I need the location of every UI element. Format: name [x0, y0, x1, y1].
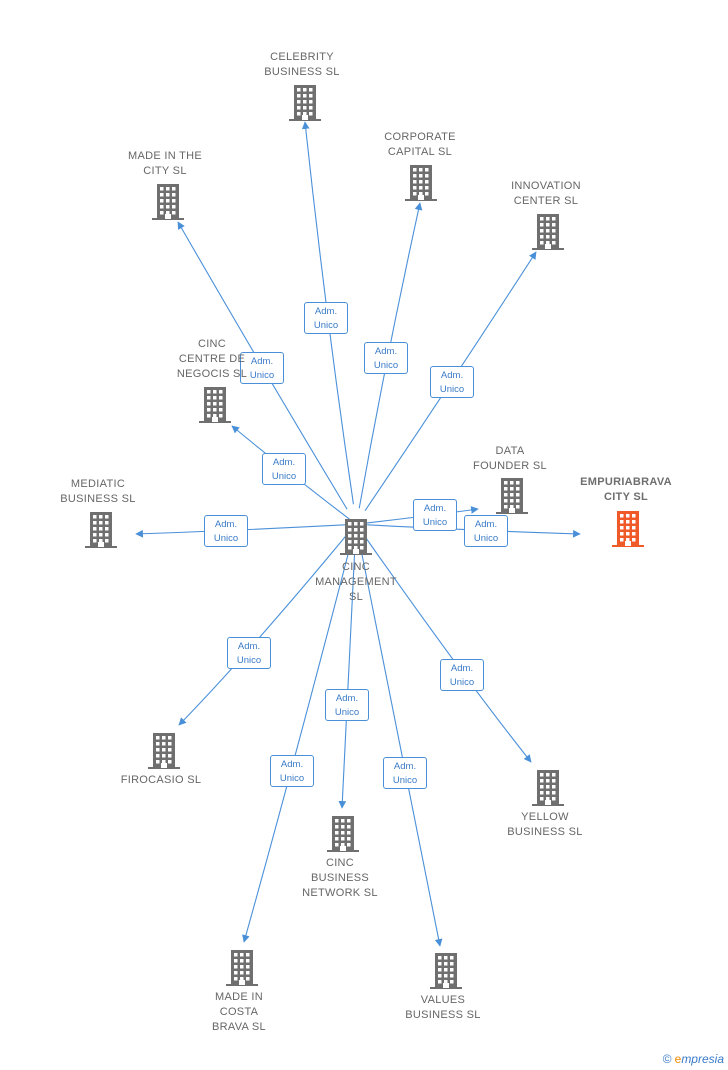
- company-name: CINC BUSINESS NETWORK SL: [302, 857, 378, 899]
- building-icon[interactable]: [148, 733, 180, 769]
- company-name: MADE IN COSTA BRAVA SL: [212, 991, 266, 1033]
- company-name: DATA FOUNDER SL: [473, 445, 547, 472]
- building-icon[interactable]: [152, 184, 184, 220]
- building-icon[interactable]: [226, 950, 258, 986]
- company-name: INNOVATION CENTER SL: [511, 180, 581, 207]
- company-node-innovation[interactable]: INNOVATION CENTER SL: [471, 179, 621, 209]
- company-node-values[interactable]: VALUES BUSINESS SL: [368, 993, 518, 1023]
- company-node-mediatic[interactable]: MEDIATIC BUSINESS SL: [23, 477, 173, 507]
- company-name: CORPORATE CAPITAL SL: [384, 131, 456, 158]
- company-node-network[interactable]: CINC BUSINESS NETWORK SL: [265, 856, 415, 901]
- building-icon[interactable]: [199, 387, 231, 423]
- building-icon[interactable]: [85, 512, 117, 548]
- role-badge-mediatic[interactable]: Adm. Unico: [204, 515, 248, 547]
- building-icon[interactable]: [612, 511, 644, 547]
- company-node-celebrity[interactable]: CELEBRITY BUSINESS SL: [227, 50, 377, 80]
- company-node-madecity[interactable]: MADE IN THE CITY SL: [90, 149, 240, 179]
- building-icon[interactable]: [340, 519, 372, 555]
- company-node-corporate[interactable]: CORPORATE CAPITAL SL: [345, 130, 495, 160]
- building-icon[interactable]: [496, 478, 528, 514]
- building-icon[interactable]: [532, 214, 564, 250]
- role-badge-firocasio[interactable]: Adm. Unico: [227, 637, 271, 669]
- company-node-costabrava[interactable]: MADE IN COSTA BRAVA SL: [164, 990, 314, 1035]
- company-node-center[interactable]: CINC MANAGEMENT SL: [281, 560, 431, 605]
- building-icon[interactable]: [532, 770, 564, 806]
- company-node-yellow[interactable]: YELLOW BUSINESS SL: [470, 810, 620, 840]
- company-node-empuriabrava[interactable]: EMPURIABRAVA CITY SL: [551, 475, 701, 505]
- company-node-centre[interactable]: CINC CENTRE DE NEGOCIS SL: [137, 337, 287, 382]
- company-name: VALUES BUSINESS SL: [405, 994, 481, 1021]
- role-badge-values[interactable]: Adm. Unico: [383, 757, 427, 789]
- empresia-logo: © empresia: [662, 1052, 724, 1066]
- building-icon[interactable]: [405, 165, 437, 201]
- role-badge-centre[interactable]: Adm. Unico: [262, 453, 306, 485]
- role-badge-celebrity[interactable]: Adm. Unico: [304, 302, 348, 334]
- role-badge-innovation[interactable]: Adm. Unico: [430, 366, 474, 398]
- building-icon[interactable]: [327, 816, 359, 852]
- role-badge-costabrava[interactable]: Adm. Unico: [270, 755, 314, 787]
- company-name: CELEBRITY BUSINESS SL: [264, 51, 340, 78]
- building-icon[interactable]: [430, 953, 462, 989]
- company-name: MADE IN THE CITY SL: [128, 150, 202, 177]
- company-node-firocasio[interactable]: FIROCASIO SL: [86, 773, 236, 788]
- company-name: EMPURIABRAVA CITY SL: [580, 476, 672, 503]
- role-badge-madecity[interactable]: Adm. Unico: [240, 352, 284, 384]
- company-name: CINC CENTRE DE NEGOCIS SL: [176, 338, 248, 380]
- role-badge-network[interactable]: Adm. Unico: [325, 689, 369, 721]
- company-name: YELLOW BUSINESS SL: [507, 811, 583, 838]
- role-badge-datafounder[interactable]: Adm. Unico: [413, 499, 457, 531]
- role-badge-yellow[interactable]: Adm. Unico: [440, 659, 484, 691]
- company-name: CINC MANAGEMENT SL: [315, 561, 397, 603]
- company-name: MEDIATIC BUSINESS SL: [60, 478, 136, 505]
- company-name: FIROCASIO SL: [120, 774, 202, 786]
- company-node-datafounder[interactable]: DATA FOUNDER SL: [435, 444, 585, 474]
- building-icon[interactable]: [289, 85, 321, 121]
- role-badge-empuriabrava[interactable]: Adm. Unico: [464, 515, 508, 547]
- role-badge-corporate[interactable]: Adm. Unico: [364, 342, 408, 374]
